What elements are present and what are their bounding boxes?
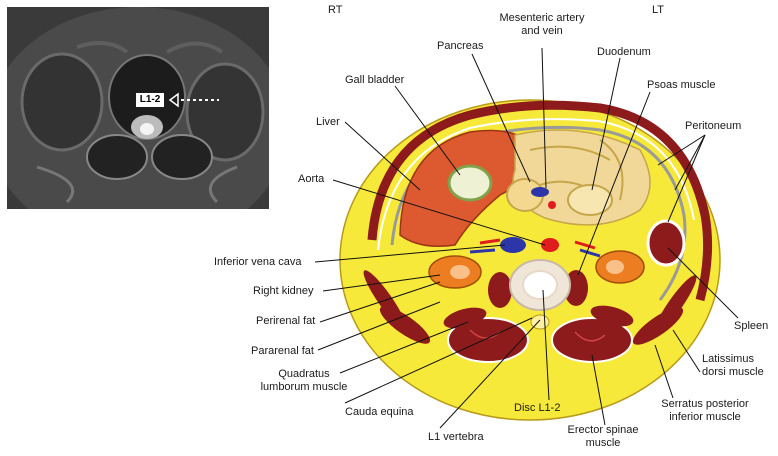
- mesenteric-artery: [548, 201, 556, 209]
- label-spleen: Spleen: [734, 320, 768, 333]
- label-pancreas: Pancreas: [437, 40, 483, 53]
- label-ivc: Inferior vena cava: [214, 256, 301, 269]
- disc-l1-2: [523, 271, 557, 299]
- duodenum: [568, 185, 612, 215]
- label-peritoneum: Peritoneum: [685, 120, 741, 133]
- label-psoas: Psoas muscle: [647, 79, 715, 92]
- mesenteric-vein: [531, 187, 549, 197]
- label-gall-bladder: Gall bladder: [345, 74, 404, 87]
- label-perirenal-fat: Perirenal fat: [256, 315, 315, 328]
- gall-bladder: [449, 166, 491, 200]
- label-l1-vertebra: L1 vertebra: [428, 431, 484, 444]
- label-liver: Liver: [316, 116, 340, 129]
- label-aorta: Aorta: [298, 173, 324, 186]
- psoas-muscle-right: [488, 272, 512, 308]
- orientation-right: RT: [328, 4, 342, 17]
- label-disc: Disc L1-2: [514, 402, 560, 415]
- orientation-left: LT: [652, 4, 664, 17]
- label-cauda-equina: Cauda equina: [345, 406, 414, 419]
- label-duodenum: Duodenum: [597, 46, 651, 59]
- label-pararenal-fat: Pararenal fat: [251, 345, 314, 358]
- label-right-kidney: Right kidney: [253, 285, 314, 298]
